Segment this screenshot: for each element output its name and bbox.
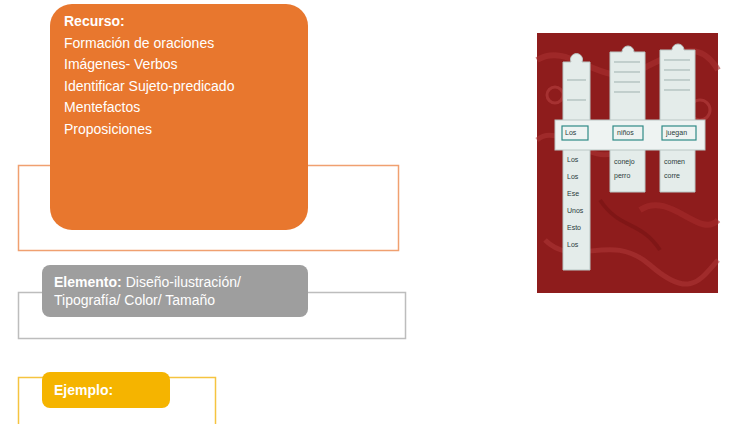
photo-word: Los <box>567 173 578 181</box>
photo-word: Unos <box>567 207 583 215</box>
box-text: Formación de oraciones <box>64 33 244 55</box>
photo-word: Los <box>565 129 576 137</box>
box-text: Imágenes- Verbos <box>64 54 244 76</box>
element-box: Elemento:Diseño-ilustración/ Tipografía/… <box>42 265 308 317</box>
photo-word: Ese <box>567 190 579 198</box>
box-heading: Elemento: <box>54 274 122 290</box>
box-text: Mentefactos <box>64 97 244 119</box>
resource-box: Recurso:Formación de oracionesImágenes- … <box>50 4 308 230</box>
box-heading: Recurso: <box>64 11 244 33</box>
photo-word: juegan <box>666 129 687 137</box>
box-heading: Ejemplo: <box>54 381 158 399</box>
box-text: Identificar Sujeto-predicado <box>64 76 244 98</box>
photo-word: corre <box>664 172 680 180</box>
photo-word: Los <box>567 241 578 249</box>
photo-word: conejo <box>614 158 635 166</box>
box-text: Proposiciones <box>64 119 244 141</box>
photo-word: Esto <box>567 224 581 232</box>
photo-word: Los <box>567 156 578 164</box>
photo-word: perro <box>614 172 630 180</box>
example-box: Ejemplo: <box>42 372 170 408</box>
photo <box>537 33 718 293</box>
photo-word: niños <box>617 129 634 137</box>
photo-word: comen <box>664 158 685 166</box>
